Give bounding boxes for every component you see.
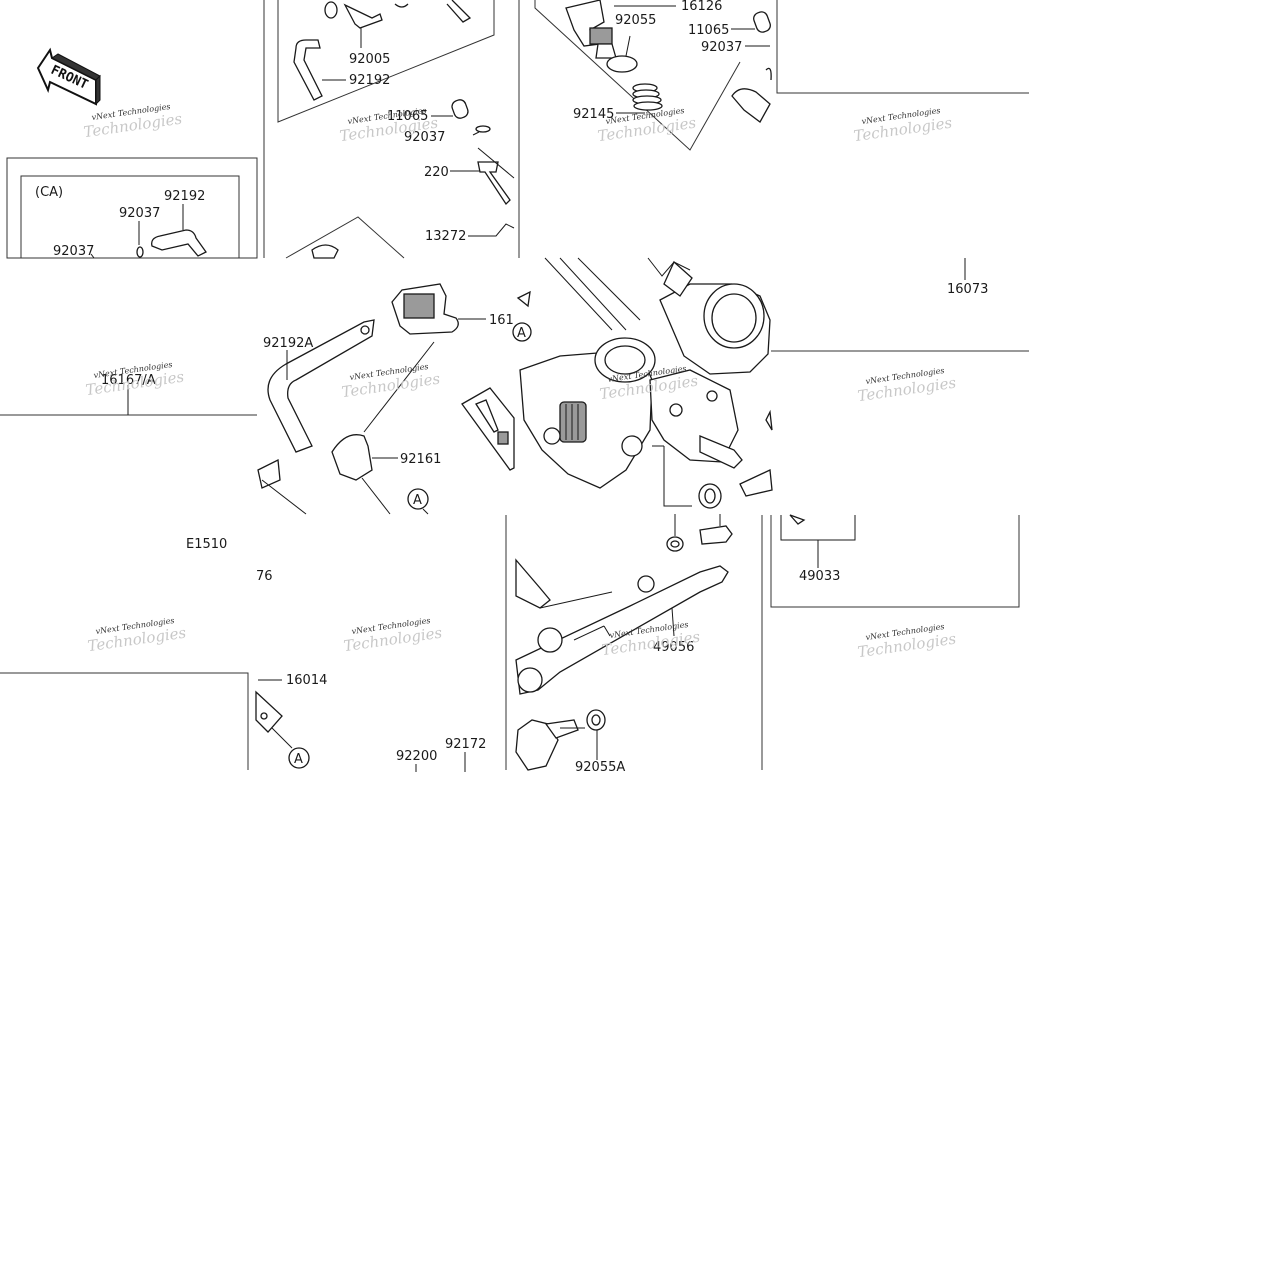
throttle-body: A [512,257,773,509]
part-label-92037-ca-a: 92037 [119,206,160,221]
part-label-13272: 13272 [425,229,466,244]
part-label-16167a: 16167/A [101,373,156,388]
part-label-16014: 16014 [286,673,327,688]
circle-marker-a-2: A [517,326,526,341]
part-label-16126: 16126 [681,0,722,14]
part-label-92037-b: 92037 [404,130,445,145]
part-label-92161: 92161 [400,452,441,467]
part-label-49056: 49056 [653,640,694,655]
watermark: Technologies vNext Technologies [856,366,957,405]
front-arrow-icon: FRONT [36,47,101,106]
part-label-92192: 92192 [349,73,390,88]
panel-fuel-rail [515,514,733,771]
panel-hoses-top [285,0,515,259]
panel-frames [0,0,1029,770]
panel-lower-left: A [127,385,466,772]
part-label-76: 76 [256,569,273,584]
part-label-11065-b: 11065 [387,109,428,124]
circle-marker-a-3: A [294,752,303,767]
part-label-92172: 92172 [445,737,486,752]
part-label-92192a: 92192A [263,336,313,351]
diagram-code: E1510 [186,537,227,552]
part-label-92005: 92005 [349,52,390,67]
part-label-92037-ca-b: 92037 [53,244,94,259]
part-label-220: 220 [424,165,449,180]
part-label-92200: 92200 [396,749,437,764]
panel-sensor: A [257,283,515,515]
panel-ca-variant [90,204,207,259]
panel-injector-top [534,0,772,151]
watermark: Technologies vNext Technologies [852,106,953,145]
watermark: Technologies vNext Technologies [86,616,187,655]
part-label-11065-a: 11065 [688,23,729,38]
watermark: Technologies vNext Technologies [856,622,957,661]
part-label-92055a: 92055A [575,760,625,775]
part-label-211: 161 [489,313,514,328]
panel-49033 [780,258,966,568]
part-labels: 92005 92192 16126 92055 11065 92037 9214… [35,0,988,775]
watermark: Technologies vNext Technologies [82,102,183,141]
watermark: Technologies vNext Technologies [84,360,185,399]
part-label-92145: 92145 [573,107,614,122]
part-label-92055: 92055 [615,13,656,28]
watermark: Technologies vNext Technologies [340,362,441,401]
part-label-16073: 16073 [947,282,988,297]
part-label-49033: 49033 [799,569,840,584]
part-label-92037-a: 92037 [701,40,742,55]
part-label-92192-ca: 92192 [164,189,205,204]
variant-label: (CA) [35,185,63,200]
watermark: Technologies vNext Technologies [342,616,443,655]
circle-marker-a-1: A [413,493,422,508]
